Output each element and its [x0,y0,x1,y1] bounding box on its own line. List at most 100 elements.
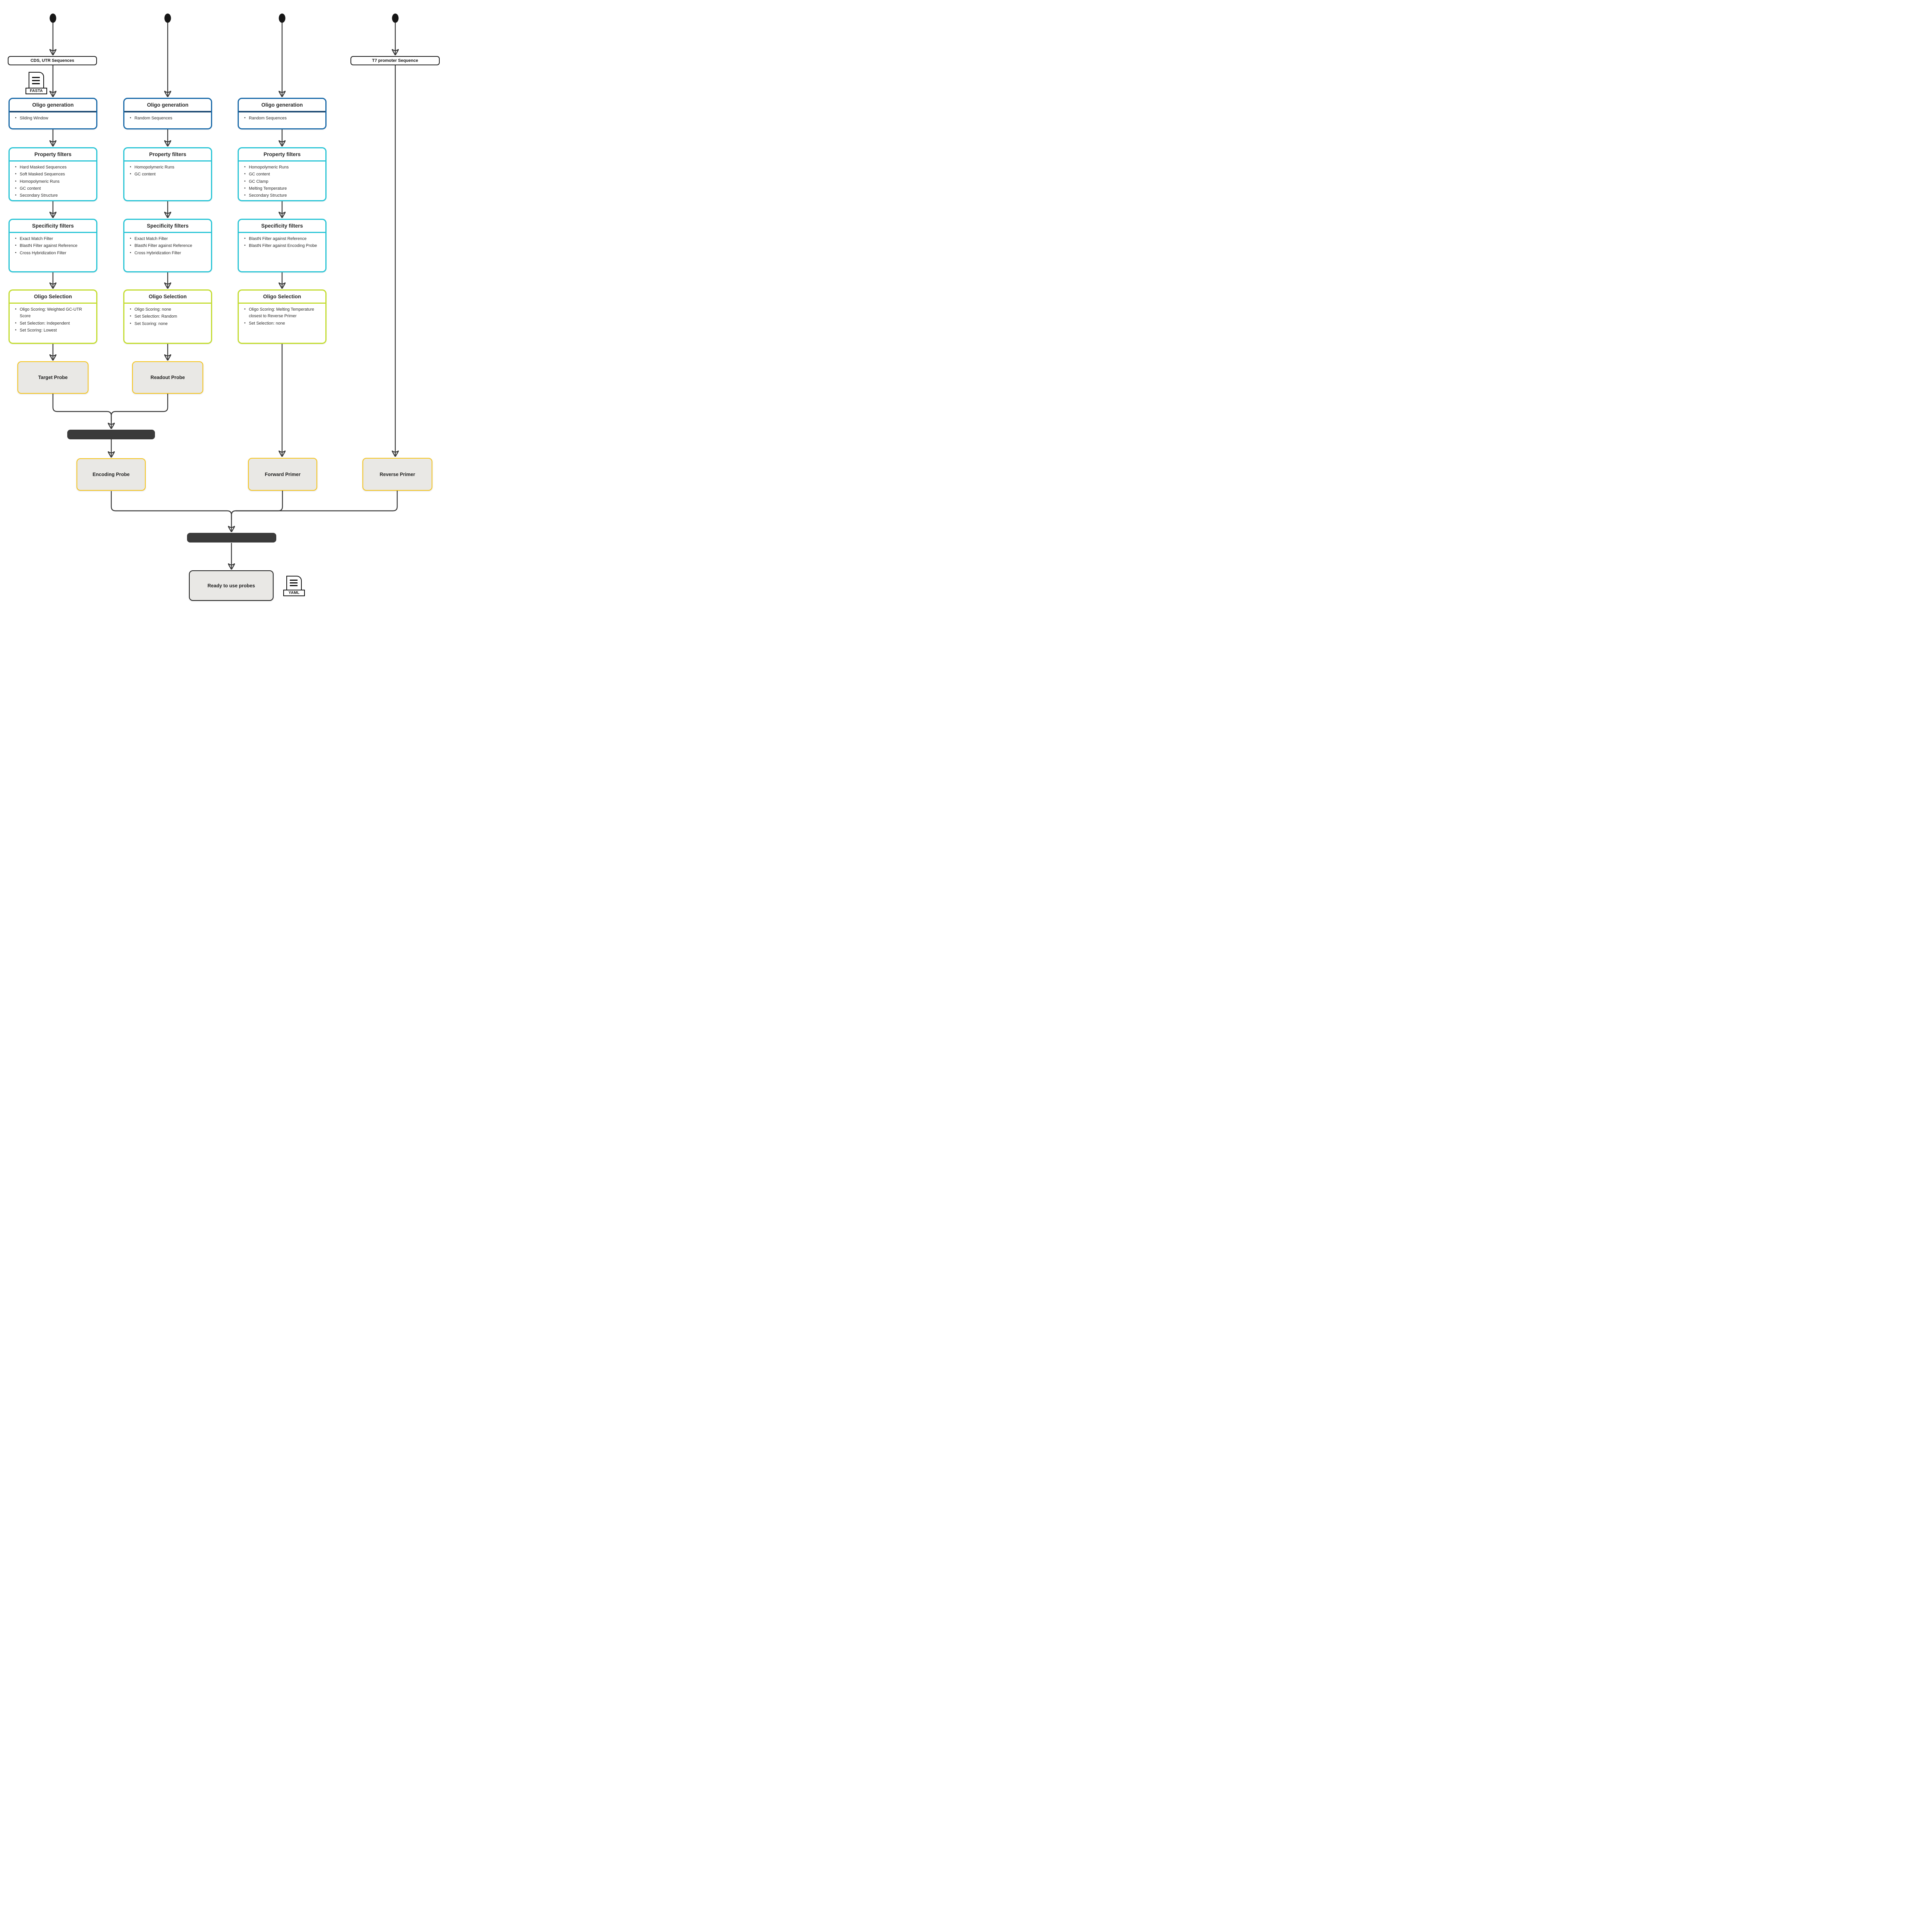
property-filters-box-col2: Property filters Homopolymeric Runs GC c… [123,147,212,201]
bullet-item: BlastN Filter against Encoding Probe [244,243,322,249]
box-item-list: Hard Masked Sequences Soft Masked Sequen… [10,164,96,199]
box-item-list: Sliding Window [10,115,96,122]
file-text-line [290,582,298,584]
encoding-probe-box: Encoding Probe [77,458,146,491]
bullet-item: Exact Match Filter [129,236,208,242]
flow-edge [231,491,283,520]
yaml-file-icon: YAML [283,576,305,596]
box-title: Property filters [263,151,301,157]
property-filters-box-col1: Property filters Hard Masked Sequences S… [9,147,97,201]
box-title: Property filters [149,151,187,157]
box-divider [124,111,211,112]
bullet-item: Set Selection: Random [129,313,208,320]
oligo-generation-box-col2: Oligo generation Random Sequences [123,98,212,129]
bullet-item: GC content [15,185,93,192]
box-title: Specificity filters [261,223,303,229]
oligo-selection-box-col1: Oligo Selection Oligo Scoring: Weighted … [9,289,97,344]
box-item-list: Homopolymeric Runs GC content [124,164,211,179]
bullet-item: BlastN Filter against Reference [15,243,93,249]
bullet-item: Exact Match Filter [15,236,93,242]
bullet-item: BlastN Filter against Reference [129,243,208,249]
box-divider [10,303,96,304]
target-probe-box: Target Probe [17,361,88,394]
file-format-tag: YAML [283,590,305,596]
flow-edge [236,491,398,512]
input-label-t7-promoter-sequence: T7 promoter Sequence [350,56,440,65]
fasta-file-icon: FASTA [26,72,47,94]
bullet-item: Oligo Scoring: Weighted GC-UTR Score [15,306,93,320]
file-text-line [32,83,40,85]
bullet-item: Set Scoring: none [129,321,208,327]
box-divider [10,111,96,112]
box-item-list: Oligo Scoring: Weighted GC-UTR Score Set… [10,306,96,334]
oligo-generation-box-col3: Oligo generation Random Sequences [238,98,327,129]
bullet-item: Random Sequences [129,115,208,122]
box-divider [239,160,325,162]
bullet-item: Oligo Scoring: Melting Temperature close… [244,306,322,320]
oligo-selection-box-col3: Oligo Selection Oligo Scoring: Melting T… [238,289,327,344]
oligo-selection-box-col2: Oligo Selection Oligo Scoring: none Set … [123,289,212,344]
file-text-line [290,580,298,581]
box-title: Oligo generation [261,102,303,108]
bullet-item: Random Sequences [244,115,322,122]
bullet-item: Secondary Structure [244,192,322,199]
bullet-item: Melting Temperature [244,185,322,192]
box-item-list: Oligo Scoring: Melting Temperature close… [239,306,325,327]
box-divider [239,303,325,304]
specificity-filters-box-col1: Specificity filters Exact Match Filter B… [9,219,97,272]
specificity-filters-box-col3: Specificity filters BlastN Filter agains… [238,219,327,272]
box-divider [10,232,96,233]
bullet-item: GC Clamp [244,179,322,185]
box-divider [124,160,211,162]
box-title: Oligo generation [32,102,74,108]
bullet-item: GC content [244,171,322,178]
flow-edge [111,491,231,531]
bullet-item: Set Selection: none [244,320,322,327]
box-item-list: Oligo Scoring: none Set Selection: Rando… [124,306,211,328]
readout-probe-box: Readout Probe [132,361,203,394]
box-item-list: Exact Match Filter BlastN Filter against… [10,236,96,257]
bullet-item: Homopolymeric Runs [129,164,208,171]
bullet-item: Homopolymeric Runs [15,179,93,185]
bullet-item: Homopolymeric Runs [244,164,322,171]
flow-connectors [0,14,444,614]
start-node-dot [392,14,399,23]
box-item-list: Exact Match Filter BlastN Filter against… [124,236,211,257]
input-label-cds-utr-sequences: CDS, UTR Sequences [8,56,97,65]
box-item-list: BlastN Filter against Reference BlastN F… [239,236,325,250]
bullet-item: Hard Masked Sequences [15,164,93,171]
box-title: Oligo generation [147,102,189,108]
flow-edge [52,394,111,428]
box-title: Specificity filters [32,223,74,229]
box-divider [124,232,211,233]
bullet-item: Soft Masked Sequences [15,171,93,178]
box-item-list: Random Sequences [124,115,211,122]
join-bar-1 [67,430,155,439]
bullet-item: Secondary Structure [15,192,93,199]
box-divider [10,160,96,162]
file-format-tag: FASTA [26,88,47,94]
box-item-list: Homopolymeric Runs GC content GC Clamp M… [239,164,325,199]
oligo-generation-box-col1: Oligo generation Sliding Window [9,98,97,129]
file-text-line [32,77,40,78]
file-text-line [32,80,40,82]
box-title: Oligo Selection [148,294,187,299]
file-sheet [29,72,44,89]
bullet-item: Sliding Window [15,115,93,122]
box-divider [239,111,325,112]
flow-edge [111,394,168,421]
bullet-item: Cross Hybridization Filter [15,250,93,257]
box-title: Oligo Selection [34,294,72,299]
box-divider [124,303,211,304]
property-filters-box-col3: Property filters Homopolymeric Runs GC c… [238,147,327,201]
bullet-item: Set Selection: Independent [15,320,93,327]
start-node-dot [279,14,286,23]
box-title: Property filters [34,151,72,157]
specificity-filters-box-col2: Specificity filters Exact Match Filter B… [123,219,212,272]
box-divider [239,232,325,233]
bullet-item: GC content [129,171,208,178]
box-title: Oligo Selection [263,294,301,299]
box-item-list: Random Sequences [239,115,325,122]
start-node-dot [49,14,56,23]
probe-design-flowchart: CDS, UTR Sequences T7 promoter Sequence … [0,0,444,614]
